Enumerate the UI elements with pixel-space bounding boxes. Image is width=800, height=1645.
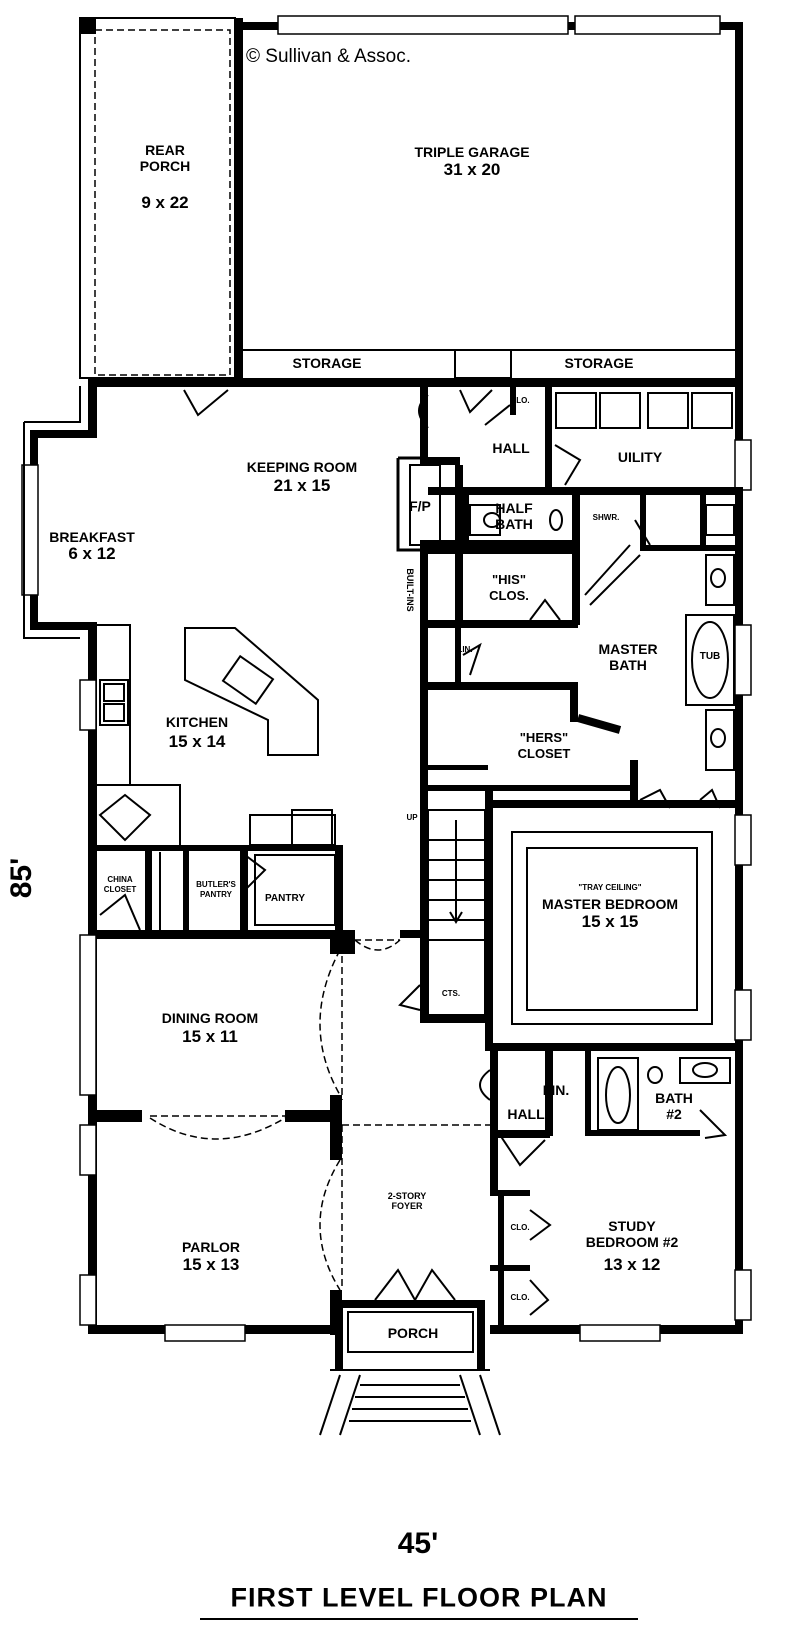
tub-label: TUB [699, 651, 721, 662]
foyer-label: 2-STORY FOYER [387, 1191, 427, 1211]
width-dimension: 45' [397, 1527, 439, 1560]
garage-size: 31 x 20 [443, 160, 501, 179]
keeping-room-size: 21 x 15 [273, 476, 331, 495]
porch-label: PORCH [387, 1325, 439, 1341]
rear-porch-size: 9 x 22 [141, 193, 189, 212]
fireplace-label: F/P [409, 498, 431, 514]
half-bath-label: HALF BATH [495, 500, 533, 532]
stair-up-label: UP [406, 813, 418, 822]
master-bedroom-size: 15 x 15 [581, 912, 639, 931]
plan-title: FIRST LEVEL FLOOR PLAN [230, 1582, 608, 1613]
closet-1-label: CLO. [510, 1223, 530, 1232]
cts-label: CTS. [441, 989, 461, 998]
closet-2-label: CLO. [510, 1293, 530, 1302]
opening-lines [149, 831, 713, 1291]
clo-utility-label: CLO. [510, 396, 530, 405]
copyright-text: © Sullivan & Assoc. [246, 46, 412, 67]
linen-top-label: LIN. [457, 645, 473, 654]
study-size: 13 x 12 [603, 1255, 661, 1274]
rear-porch-name: REAR PORCH [139, 142, 191, 174]
kitchen-size: 15 x 14 [168, 732, 226, 751]
butlers-pantry-label: BUTLER'S PANTRY [196, 880, 236, 899]
kitchen-name: KITCHEN [165, 714, 229, 730]
shower-label: SHWR. [592, 513, 620, 522]
his-closet-label: "HIS" CLOS. [489, 572, 529, 603]
garage-name: TRIPLE GARAGE [414, 144, 530, 160]
hall-bottom-label: HALL [507, 1106, 545, 1122]
breakfast-size: 6 x 12 [68, 544, 116, 563]
china-closet-label: CHINA CLOSET [103, 875, 137, 894]
study-name: STUDY BEDROOM #2 [585, 1218, 679, 1250]
title-underline [200, 1618, 638, 1620]
pantry-label: PANTRY [265, 893, 305, 904]
built-ins-label: BUILT-INS [405, 568, 415, 612]
door-swings [99, 389, 728, 1316]
linen-bottom-label: LIN. [542, 1082, 570, 1098]
front-porch [319, 1300, 501, 1436]
utility-label: UILITY [617, 449, 663, 465]
parlor-size: 15 x 13 [182, 1255, 240, 1274]
dining-room-size: 15 x 11 [182, 1027, 238, 1046]
storage-right-label: STORAGE [564, 355, 634, 371]
depth-dimension: 85' [5, 857, 38, 899]
master-bath-label: MASTER BATH [598, 641, 658, 673]
exterior-walls [21, 378, 752, 1342]
dining-room-name: DINING ROOM [161, 1010, 259, 1026]
hall-top-label: HALL [492, 440, 530, 456]
master-bedroom-name: MASTER BEDROOM [541, 896, 679, 912]
tray-ceiling-label: "TRAY CEILING" [578, 883, 642, 892]
parlor-name: PARLOR [181, 1239, 241, 1255]
hers-closet-label: "HERS" CLOSET [517, 730, 571, 761]
keeping-room-name: KEEPING ROOM [246, 459, 358, 475]
garage-walls [235, 15, 743, 392]
fixtures [97, 392, 735, 1131]
storage-left-label: STORAGE [292, 355, 362, 371]
bath-2-label: BATH #2 [655, 1090, 693, 1122]
breakfast-name: BREAKFAST [49, 529, 135, 545]
